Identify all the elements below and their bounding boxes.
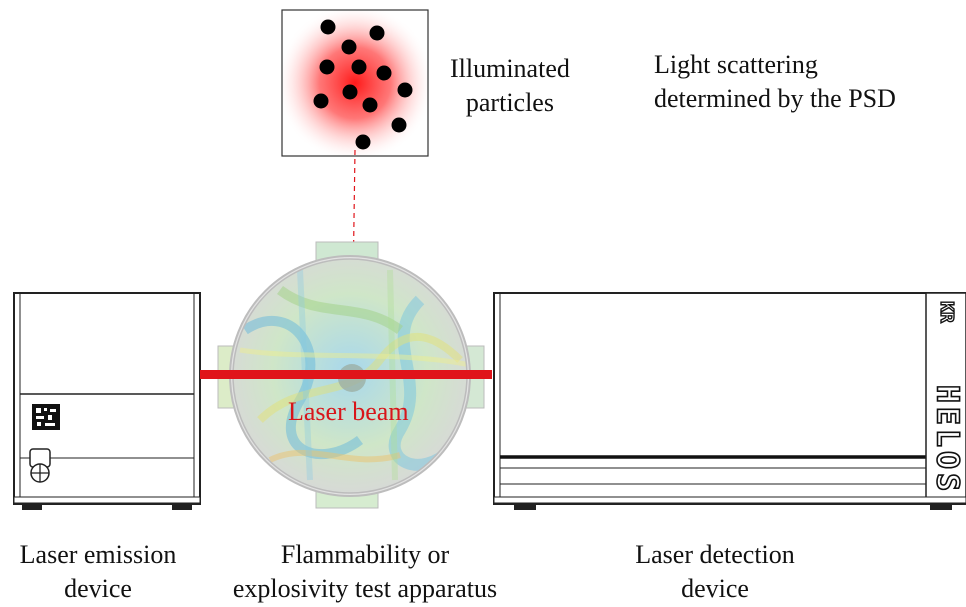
illuminated-particles-label: Illuminated particles <box>450 52 570 120</box>
scattering-line-1: Light scattering <box>654 50 818 79</box>
particle-dot <box>369 25 385 41</box>
particle-dot <box>355 134 371 150</box>
test-apparatus-label: Flammability or explosivity test apparat… <box>205 538 525 606</box>
particle-dot <box>320 19 336 35</box>
apparatus-line-2: explosivity test apparatus <box>232 574 498 603</box>
device-model-label: KR <box>936 301 957 323</box>
detection-line-2: device <box>681 574 749 603</box>
light-scattering-label: Light scattering determined by the PSD <box>654 48 896 116</box>
particle-dot <box>397 82 413 98</box>
aperture-icon <box>29 448 51 483</box>
particle-inset <box>281 9 429 157</box>
particle-dot <box>313 93 329 109</box>
apparatus-line-1: Flammability or <box>280 540 450 569</box>
particle-dot <box>341 39 357 55</box>
illuminated-line-1: Illuminated <box>450 54 570 83</box>
laser-detection-label: Laser detection device <box>600 538 830 606</box>
particle-dot <box>351 59 367 75</box>
particle-dot <box>342 84 358 100</box>
laser-beam-text: Laser beam <box>288 397 409 426</box>
laser-beam-label: Laser beam <box>288 395 409 429</box>
particle-dot <box>319 59 335 75</box>
device-brand-label: HELOS <box>930 385 965 495</box>
detection-line-1: Laser detection <box>635 540 795 569</box>
qr-logo-icon <box>32 404 60 430</box>
particle-dot <box>376 65 392 81</box>
emission-line-2: device <box>64 574 132 603</box>
particle-dot <box>391 117 407 133</box>
laser-emission-device <box>13 292 201 510</box>
particle-group <box>313 19 413 150</box>
particle-dot <box>362 97 378 113</box>
illuminated-line-2: particles <box>465 88 554 117</box>
laser-detection-device <box>493 292 966 510</box>
emission-line-1: Laser emission <box>19 540 177 569</box>
laser-beam-line <box>200 370 492 379</box>
scattering-line-2: determined by the PSD <box>654 84 896 113</box>
laser-emission-label: Laser emission device <box>0 538 196 606</box>
